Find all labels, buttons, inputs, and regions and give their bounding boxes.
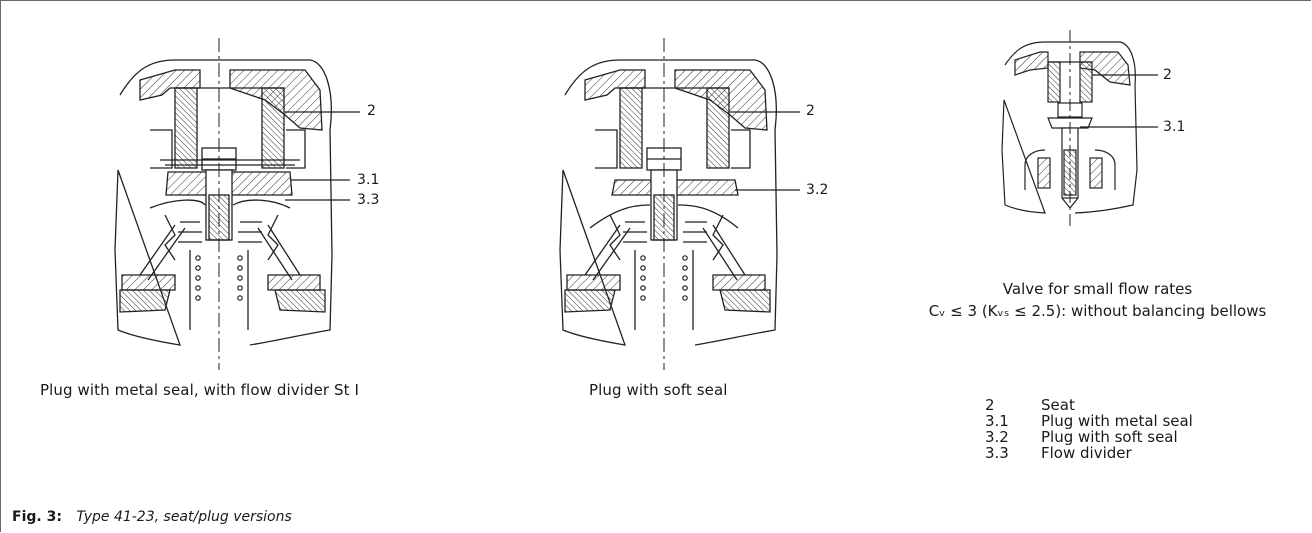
view-caption-small-flow: Valve for small flow rates Cᵥ ≤ 3 (Kᵥₛ ≤… (885, 278, 1310, 322)
legend-row: 3.2 Plug with soft seal (985, 429, 1193, 445)
small-flow-caption-line2: Cᵥ ≤ 3 (Kᵥₛ ≤ 2.5): without balancing be… (928, 302, 1267, 320)
legend-key: 2 (985, 396, 995, 414)
legend-row: 2 Seat (985, 397, 1193, 413)
legend-label: Plug with soft seal (1041, 428, 1178, 446)
callout-3-1: 3.1 (1163, 119, 1186, 135)
legend-label: Plug with metal seal (1041, 412, 1193, 430)
figure-caption: Fig. 3: Type 41-23, seat/plug versions (12, 509, 292, 525)
view-metal-seal (114, 38, 360, 370)
callout-3-3: 3.3 (357, 192, 380, 208)
figure-caption-text: Type 41-23, seat/plug versions (76, 509, 292, 525)
view-soft-seal (559, 38, 800, 370)
legend-key: 3.3 (985, 444, 1009, 462)
legend-row: 3.1 Plug with metal seal (985, 413, 1193, 429)
legend-label: Flow divider (1041, 444, 1132, 462)
legend-key: 3.2 (985, 428, 1009, 446)
callout-3-1: 3.1 (357, 172, 380, 188)
small-flow-caption-line1: Valve for small flow rates (1002, 280, 1193, 298)
figure-number: Fig. 3: (12, 509, 62, 525)
legend-label: Seat (1041, 396, 1075, 414)
callout-3-2: 3.2 (806, 182, 829, 198)
view-caption-metal-seal: Plug with metal seal, with flow divider … (40, 381, 360, 399)
legend-key: 3.1 (985, 412, 1009, 430)
callout-2: 2 (806, 103, 816, 119)
view-caption-soft-seal: Plug with soft seal (589, 381, 728, 399)
view-small-flow (1001, 30, 1158, 230)
callout-2: 2 (1163, 67, 1173, 83)
callout-2: 2 (367, 103, 377, 119)
legend-row: 3.3 Flow divider (985, 445, 1193, 461)
parts-legend: 2 Seat 3.1 Plug with metal seal 3.2 Plug… (985, 397, 1193, 461)
